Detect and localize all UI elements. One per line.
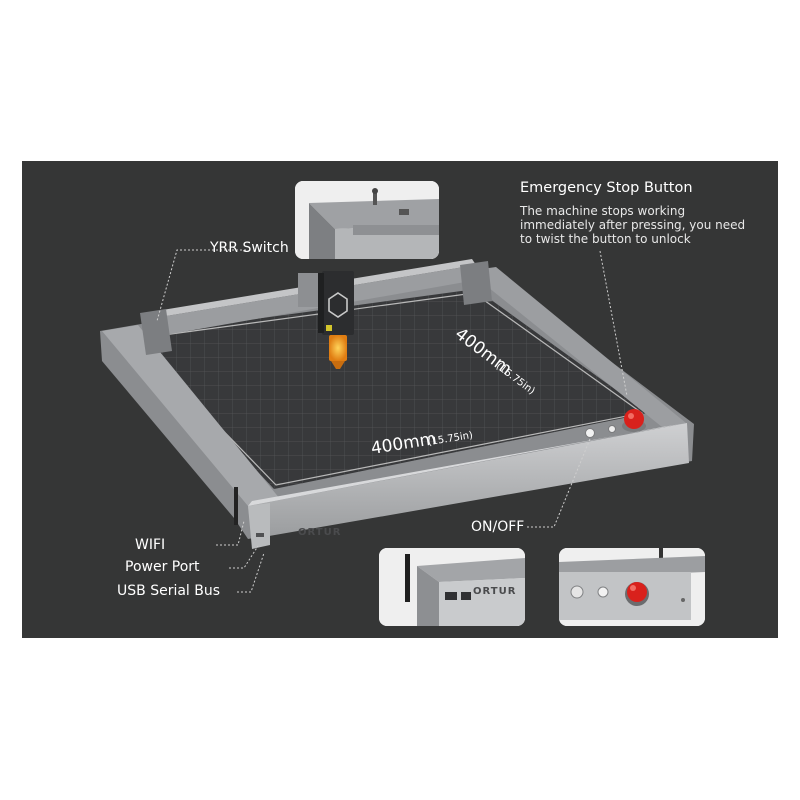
thumb-yrr-switch (295, 181, 439, 259)
right-rail (468, 267, 686, 427)
callout-yrr (156, 249, 246, 322)
callout-wifi (216, 520, 245, 546)
thumb-yrr-switch-image (295, 181, 439, 259)
gantry-right-block (460, 261, 492, 305)
laser-lens-tip (331, 361, 345, 369)
label-power-port: Power Port (125, 559, 200, 575)
left-rail (102, 325, 280, 506)
front-logo: ORTUR (298, 527, 341, 538)
label-usb-serial-bus: USB Serial Bus (117, 583, 221, 599)
thumb-ports-image: ORTUR (379, 548, 525, 626)
laser-engraver-illustration: ORTUR 400mm (15.75in) 400mm (15.75in) (100, 249, 694, 593)
laser-module-tag (326, 325, 332, 331)
laser-module-logo (328, 292, 348, 318)
thumb-logo: ORTUR (473, 586, 516, 597)
feature-panel: ORTUR 400mm (15.75in) 400mm (15.75in) YR… (22, 161, 778, 638)
power-button (585, 428, 595, 438)
thumb-controls (559, 548, 705, 626)
thumb-ports: ORTUR (379, 548, 525, 626)
callout-power (229, 545, 259, 569)
laser-module (322, 271, 354, 335)
label-wifi: WIFI (135, 537, 166, 553)
callout-onoff (527, 438, 591, 528)
work-bed-grid (130, 289, 648, 489)
label-emergency-desc: The machine stops working immediately af… (520, 204, 746, 246)
label-on-off: ON/OFF (471, 519, 525, 535)
label-yrr-switch: YRR Switch (210, 240, 289, 256)
emergency-stop-button (624, 409, 644, 429)
callout-lines (156, 249, 628, 593)
front-left-block (248, 503, 270, 549)
thumb-controls-image (559, 548, 705, 626)
label-emergency-title: Emergency Stop Button (520, 180, 693, 196)
wifi-antenna (234, 487, 238, 525)
gantry-left-block (140, 309, 172, 355)
callout-emergency (599, 250, 628, 397)
usb-port-area (256, 533, 264, 537)
indicator-light (608, 425, 616, 433)
laser-module-side (318, 273, 324, 333)
callout-usb (237, 552, 265, 593)
front-rail (248, 423, 689, 539)
laser-lens (329, 335, 347, 361)
emergency-stop-highlight (628, 413, 634, 419)
